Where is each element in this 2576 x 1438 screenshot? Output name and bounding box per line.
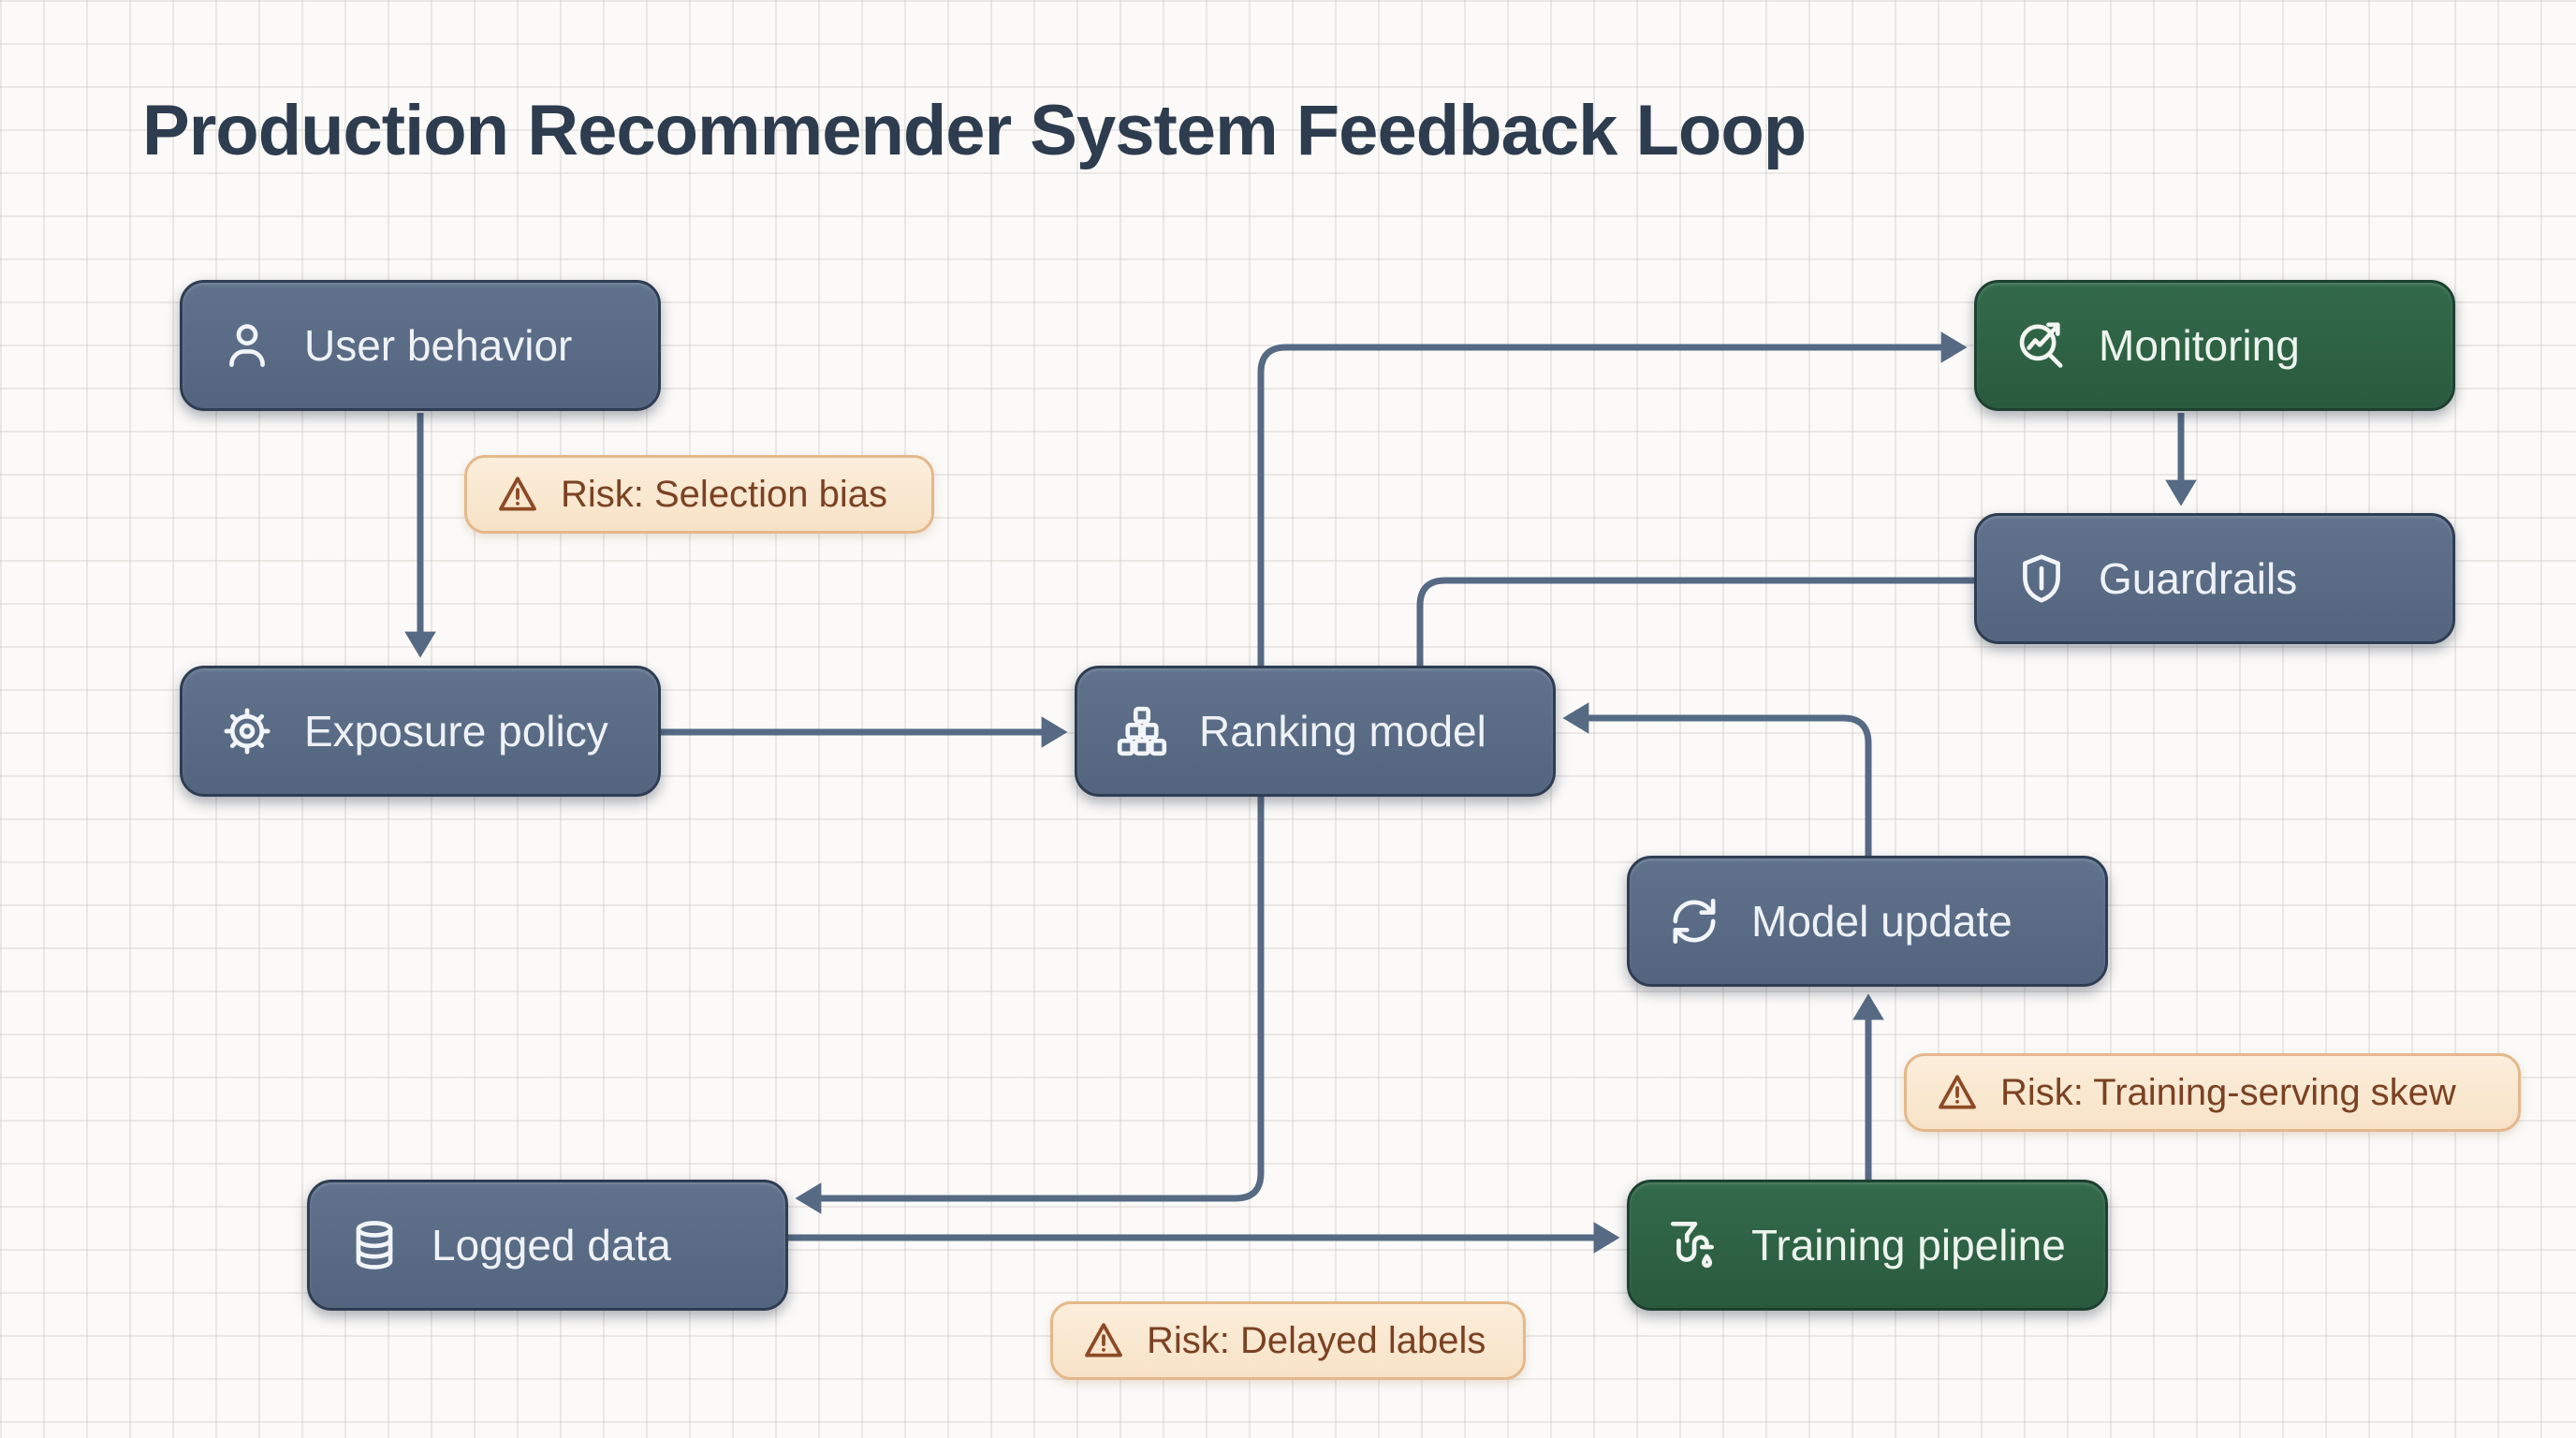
- node-guardrails: Guardrails: [1974, 513, 2455, 644]
- risk-badge-training-serving-skew: Risk: Training-serving skew: [1904, 1053, 2521, 1132]
- node-training-pipeline: Training pipeline: [1627, 1180, 2108, 1311]
- shield-icon: [2023, 554, 2060, 603]
- risk-badge-delayed-labels: Risk: Delayed labels: [1050, 1301, 1526, 1380]
- node-monitoring: Monitoring: [1974, 280, 2455, 411]
- node-label: Ranking model: [1199, 707, 1486, 756]
- risk-badge-label: Risk: Selection bias: [561, 473, 888, 515]
- chart-search-icon: [2019, 322, 2063, 368]
- warning-triangle-icon: [1939, 1075, 1976, 1109]
- database-icon: [356, 1221, 393, 1269]
- edge-model-update-to-ranking-model: [1562, 702, 1872, 856]
- node-model-update: Model update: [1627, 856, 2108, 987]
- warning-triangle-icon: [499, 477, 536, 511]
- node-user-behavior: User behavior: [180, 280, 661, 411]
- risk-badge-label: Risk: Delayed labels: [1147, 1319, 1486, 1361]
- risk-badge-label: Risk: Training-serving skew: [2000, 1071, 2456, 1113]
- refresh-icon: [1673, 898, 1716, 945]
- node-ranking-model: Ranking model: [1075, 666, 1556, 797]
- hierarchy-icon: [1117, 706, 1167, 756]
- funnel-pipe-icon: [1670, 1221, 1714, 1269]
- edge-ranking-model-to-monitoring: [1257, 331, 1968, 666]
- gear-icon: [224, 708, 271, 755]
- risk-badge-selection-bias: Risk: Selection bias: [464, 455, 934, 534]
- edge-ranking-model-to-logged-data: [795, 797, 1265, 1214]
- warning-triangle-icon: [1085, 1323, 1122, 1357]
- page-title: Production Recommender System Feedback L…: [142, 91, 1807, 170]
- node-label: User behavior: [304, 321, 573, 370]
- edge-guardrails-to-ranking-model: [1416, 577, 1974, 666]
- node-label: Exposure policy: [304, 707, 608, 756]
- node-label: Training pipeline: [1751, 1221, 2066, 1269]
- node-label: Monitoring: [2099, 321, 2300, 370]
- node-logged-data: Logged data: [307, 1180, 788, 1311]
- user-icon: [229, 324, 265, 367]
- node-label: Logged data: [432, 1221, 671, 1269]
- node-exposure-policy: Exposure policy: [180, 666, 661, 797]
- node-label: Guardrails: [2099, 554, 2298, 603]
- node-label: Model update: [1751, 897, 2012, 946]
